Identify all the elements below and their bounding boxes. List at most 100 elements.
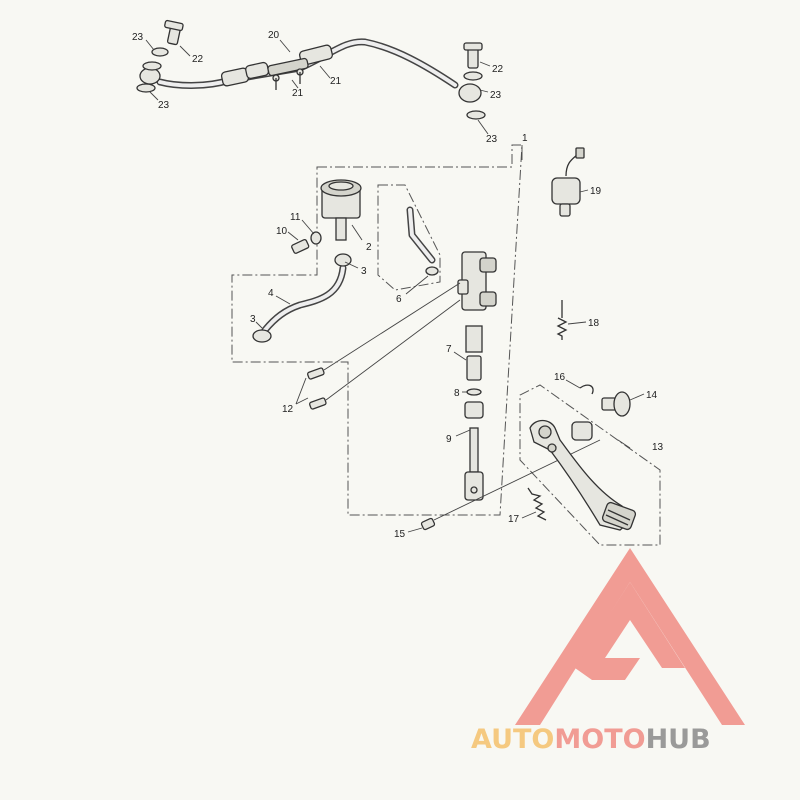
reservoir-mount-bolt (291, 231, 322, 254)
banjo-right (458, 83, 482, 103)
circlip (466, 388, 482, 396)
callout-21-left: 21 (292, 88, 304, 99)
washer-left-bottom (136, 83, 156, 93)
pedal-group-outline (519, 384, 661, 546)
washer-left-top (142, 61, 162, 71)
master-cylinder (457, 251, 497, 501)
callout-labels: 1 2 3 3 4 6 7 8 9 10 11 12 13 14 15 16 1… (132, 30, 664, 540)
switch-connector (575, 147, 585, 159)
leader-22b (479, 61, 491, 67)
leader-3a (344, 261, 359, 269)
leader-23a (145, 39, 155, 51)
leader-22a (179, 45, 191, 57)
spring-housing (465, 325, 483, 353)
callout-19: 19 (590, 186, 602, 197)
leader-17 (521, 511, 537, 519)
hose-sleeve-left (220, 67, 250, 87)
leader-6 (405, 275, 429, 295)
leader-13 (617, 439, 631, 449)
hose-clip-bracket (267, 57, 309, 77)
return-spring (527, 487, 547, 521)
bolt-guide-lower (325, 299, 461, 401)
callout-10: 10 (276, 226, 288, 237)
clevis (464, 471, 484, 501)
callout-1: 1 (522, 133, 528, 144)
pedal-link-hole (547, 443, 557, 453)
callout-21-right: 21 (330, 76, 342, 87)
pushrod (469, 427, 479, 473)
hose-clip-lower (252, 329, 272, 343)
pedal-pivot-bolt (579, 384, 631, 417)
brake-hose-assembly (136, 19, 486, 120)
callout-leaders (145, 39, 645, 533)
leader-9 (455, 429, 471, 437)
callout-4: 4 (268, 288, 274, 299)
callout-13: 13 (652, 442, 664, 453)
leader-2 (351, 224, 363, 241)
leader-20 (279, 39, 291, 53)
leader-14 (629, 393, 645, 401)
leader-10 (287, 231, 299, 241)
callout-15: 15 (394, 529, 406, 540)
switch-body (551, 177, 581, 205)
master-cylinder-boss (457, 279, 469, 295)
hose-clip-upper (334, 253, 352, 267)
leader-11 (301, 219, 315, 235)
callout-6: 6 (396, 294, 402, 305)
callout-14: 14 (646, 390, 658, 401)
washer-left-upper (151, 47, 169, 57)
watermark-word-1: AUTO (471, 724, 554, 755)
leader-21a (291, 79, 299, 89)
feed-pipe-oring (425, 266, 439, 276)
callout-7: 7 (446, 344, 452, 355)
watermark-word-3: HUB (646, 724, 711, 755)
clevis-bolt-guide (433, 439, 601, 521)
mounting-bolts (307, 282, 461, 410)
pivot-bolt-head (613, 391, 631, 417)
leader-12b (295, 377, 307, 405)
feed-pipe-inner (408, 208, 434, 262)
callout-16: 16 (554, 372, 566, 383)
pedal-pad (601, 501, 637, 531)
banjo-bolt-right (467, 47, 479, 69)
leader-16 (565, 379, 581, 389)
master-cylinder-port-upper (479, 257, 497, 273)
leader-23d (477, 119, 489, 135)
callout-22-right: 22 (492, 64, 504, 75)
piston (466, 355, 482, 381)
callout-17: 17 (508, 514, 520, 525)
brake-hose-inner (158, 39, 457, 88)
leader-4 (275, 295, 291, 305)
reservoir-outlet (335, 217, 347, 241)
bolt-guide-upper (323, 282, 461, 371)
dust-boot (464, 401, 484, 419)
callout-2: 2 (366, 242, 372, 253)
watermark-logo-inner (575, 582, 685, 680)
washer-right-top (463, 71, 483, 81)
leader-23b (149, 91, 159, 101)
leader-12a (295, 397, 309, 405)
watermark-text: AUTOMOTOHUB (471, 724, 711, 755)
mount-washer (310, 231, 322, 245)
callout-23-top-left: 23 (132, 32, 144, 43)
callout-23-bottom-left: 23 (158, 100, 170, 111)
feed-pipe-group-outline (377, 184, 441, 291)
callout-23-bottom-right: 23 (486, 134, 498, 145)
mount-bolt (291, 239, 310, 254)
switch-spring (556, 300, 568, 340)
reservoir-hose-inner (263, 266, 345, 332)
leader-7 (453, 351, 467, 361)
callout-20: 20 (268, 30, 280, 41)
feed-pipe (406, 206, 439, 276)
pedal-bush (571, 421, 593, 441)
leader-19 (579, 189, 589, 193)
callout-9: 9 (446, 434, 452, 445)
reservoir-cap-top (328, 181, 354, 191)
callout-3-upper: 3 (361, 266, 367, 277)
banjo-bolt-right-head (463, 42, 483, 51)
automotohub-watermark: AUTOMOTOHUB (471, 548, 745, 755)
switch-plunger (559, 203, 571, 217)
callout-18: 18 (588, 318, 600, 329)
pedal-pad-grip (605, 509, 631, 526)
